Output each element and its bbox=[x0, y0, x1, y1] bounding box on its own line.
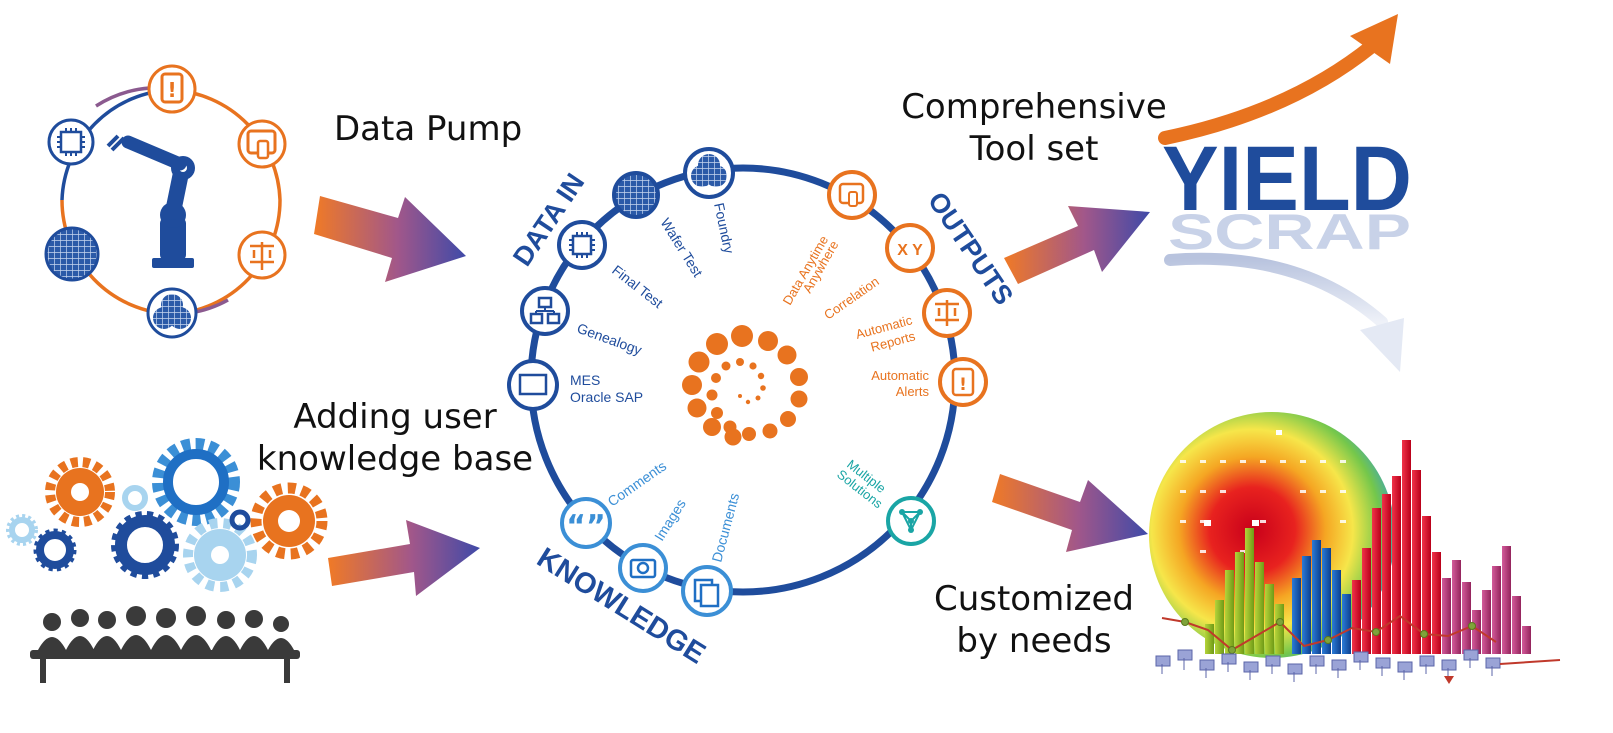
label-customized-by-needs: Customized by needs bbox=[920, 578, 1148, 662]
label-mes: MES bbox=[570, 372, 600, 388]
label-images: Images bbox=[651, 496, 689, 543]
comprehensive-line-1: Comprehensive bbox=[901, 87, 1167, 127]
robot-cycle-graphic: ! bbox=[44, 64, 287, 339]
comments-icon: “” bbox=[560, 497, 612, 549]
gears-graphic bbox=[6, 438, 328, 592]
svg-text:X Y: X Y bbox=[897, 242, 923, 259]
svg-text:!: ! bbox=[167, 78, 176, 102]
svg-text:SCRAP: SCRAP bbox=[1168, 204, 1411, 260]
label-automatic-alerts-1: Automatic bbox=[871, 368, 929, 383]
arrow-to-yield bbox=[1004, 206, 1150, 284]
multiple-solutions-icon bbox=[886, 496, 936, 546]
spiral-dots-logo bbox=[682, 325, 808, 446]
arrow-knowledge bbox=[328, 520, 480, 596]
label-adding-user-knowledge: Adding user knowledge base bbox=[255, 396, 535, 480]
arrow-to-chart bbox=[992, 474, 1148, 552]
robot-arm-icon bbox=[106, 134, 195, 268]
alert-icon: ! bbox=[147, 64, 197, 114]
documents-icon bbox=[681, 565, 733, 617]
data-anytime-icon bbox=[827, 170, 877, 220]
label-wafer-test: Wafer Test bbox=[657, 215, 706, 280]
images-icon bbox=[618, 543, 668, 593]
meeting-people-silhouette bbox=[30, 606, 300, 683]
label-foundry: Foundry bbox=[711, 201, 737, 255]
adding-line-2: knowledge base bbox=[256, 439, 534, 479]
label-final-test: Final Test bbox=[609, 262, 666, 311]
wafer-icon bbox=[44, 226, 100, 282]
adding-line-1: Adding user bbox=[293, 397, 497, 437]
wafer-heatmap-histogram bbox=[1149, 412, 1561, 684]
histogram-bars bbox=[1205, 440, 1531, 654]
comprehensive-line-2: Tool set bbox=[969, 129, 1099, 169]
correlation-icon: X Y bbox=[885, 223, 935, 273]
mes-icon bbox=[507, 359, 559, 411]
arrow-data-pump bbox=[314, 196, 466, 282]
chip-icon bbox=[47, 118, 95, 166]
automatic-alerts-icon: ! bbox=[938, 357, 988, 407]
report-icon bbox=[237, 230, 287, 280]
box-plots bbox=[1155, 649, 1501, 675]
svg-text:“”: “” bbox=[566, 509, 605, 544]
foundry-icon bbox=[683, 147, 735, 199]
label-genealogy: Genealogy bbox=[575, 320, 644, 358]
label-oracle-sap: Oracle SAP bbox=[570, 389, 643, 405]
label-correlation: Correlation bbox=[821, 274, 882, 323]
svg-text:YIELD: YIELD bbox=[1162, 128, 1412, 230]
automatic-reports-icon bbox=[922, 288, 972, 338]
label-data-pump: Data Pump bbox=[334, 109, 523, 149]
genealogy-icon bbox=[520, 286, 570, 336]
label-comments: Comments bbox=[605, 458, 670, 510]
label-documents: Documents bbox=[708, 491, 742, 564]
label-automatic-alerts-2: Alerts bbox=[896, 384, 930, 399]
customized-line-1: Customized bbox=[933, 579, 1135, 619]
tablet-icon bbox=[237, 119, 287, 169]
wafer-stack-icon bbox=[146, 287, 198, 339]
wafer-test-icon bbox=[612, 171, 660, 219]
final-test-icon bbox=[557, 220, 607, 270]
label-comprehensive-tool-set: Comprehensive Tool set bbox=[898, 86, 1170, 170]
svg-text:!: ! bbox=[959, 375, 967, 395]
customized-line-2: by needs bbox=[956, 621, 1112, 661]
yield-scrap-logo: YIELD SCRAP bbox=[1158, 14, 1412, 372]
